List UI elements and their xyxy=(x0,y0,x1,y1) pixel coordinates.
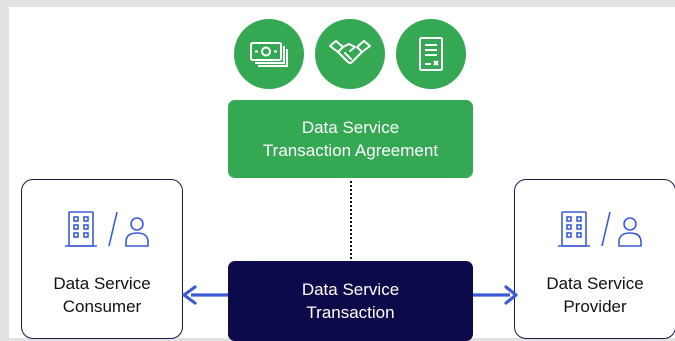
consumer-line1: Data Service xyxy=(53,274,151,293)
handshake-icon xyxy=(315,19,385,89)
slash-divider xyxy=(601,211,611,247)
diagram-canvas: Data Service Transaction Agreement xyxy=(9,7,675,341)
consumer-icons xyxy=(47,204,157,254)
dotted-connector xyxy=(350,181,352,259)
transaction-line2: Transaction xyxy=(306,303,395,322)
provider-box: Data Service Provider xyxy=(514,179,675,339)
provider-line2: Provider xyxy=(563,297,627,316)
agreement-box: Data Service Transaction Agreement xyxy=(228,100,473,178)
person-icon xyxy=(125,217,149,247)
agreement-line1: Data Service xyxy=(301,118,400,137)
money-icon xyxy=(234,19,304,89)
building-icon xyxy=(65,211,97,247)
transaction-line1: Data Service xyxy=(301,280,400,299)
agreement-line2: Transaction Agreement xyxy=(262,141,439,160)
contract-icon xyxy=(396,19,466,89)
arrow-to-provider xyxy=(472,285,518,305)
person-icon xyxy=(618,217,642,247)
arrow-to-consumer xyxy=(182,285,231,305)
consumer-box: Data Service Consumer xyxy=(21,179,183,339)
building-icon xyxy=(558,211,590,247)
provider-line1: Data Service xyxy=(546,274,644,293)
provider-icons xyxy=(540,204,650,254)
consumer-line2: Consumer xyxy=(62,297,142,316)
slash-divider xyxy=(108,211,118,247)
transaction-box: Data Service Transaction xyxy=(228,261,473,341)
